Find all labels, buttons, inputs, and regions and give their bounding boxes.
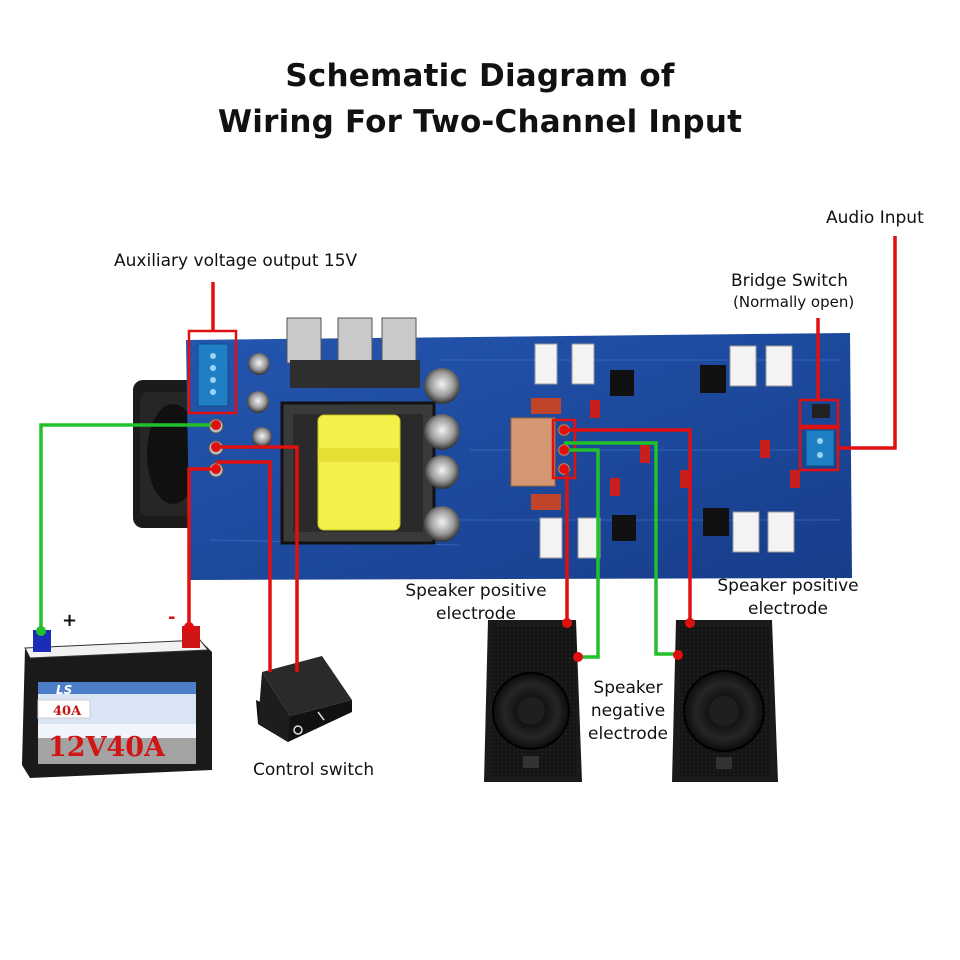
battery-positive-wire — [39, 423, 216, 630]
speaker-positive-right-line2: electrode — [748, 599, 828, 619]
speaker-terminal-dot-2 — [559, 445, 569, 455]
speaker-negative-line3: electrode — [588, 724, 668, 744]
right-speaker-negative-wire — [564, 441, 678, 656]
battery-plus-sign: + — [62, 610, 77, 631]
battery — [22, 626, 212, 778]
speaker-negative-line1: Speaker — [593, 678, 663, 698]
battery-minus-sign: - — [168, 607, 175, 628]
battery-plus-dot — [36, 626, 46, 636]
left-speaker-positive-dot — [562, 618, 572, 628]
bridge-switch-label: Bridge Switch — [731, 271, 849, 291]
battery-negative-wire — [187, 467, 216, 626]
battery-brand: LS — [56, 683, 72, 697]
speaker-negative-line2: negative — [590, 701, 666, 721]
board-power-dot-2 — [211, 442, 221, 452]
speaker-right — [672, 620, 778, 782]
battery-minus-dot — [184, 622, 194, 632]
switch-wire-a — [216, 445, 299, 672]
right-speaker-positive-dot — [685, 618, 695, 628]
speaker-positive-left-line1: Speaker positive — [405, 581, 547, 601]
left-speaker-negative-wire — [564, 448, 600, 659]
left-speaker-negative-dot — [573, 652, 583, 662]
battery-capacity: 40A — [53, 704, 82, 719]
right-speaker-positive-wire — [564, 428, 692, 622]
speaker-left — [484, 620, 582, 782]
audio-input-wire — [838, 236, 897, 450]
speaker-positive-left-line2: electrode — [436, 604, 516, 624]
right-speaker-negative-dot — [673, 650, 683, 660]
board-power-dot-1 — [211, 420, 221, 430]
control-switch — [256, 656, 352, 742]
switch-wire-b — [216, 460, 272, 672]
bridge-switch-note: (Normally open) — [733, 293, 855, 311]
connection-dots — [36, 420, 695, 662]
speaker-terminal-dot-1 — [559, 425, 569, 435]
speaker-positive-right-line1: Speaker positive — [717, 576, 859, 596]
control-switch-label: Control switch — [253, 760, 375, 780]
speaker-terminal-dot-3 — [559, 464, 569, 474]
speaker-positive-left-label: Speaker positive electrode — [396, 580, 556, 626]
diagram-title-line2: Wiring For Two-Channel Input — [217, 104, 743, 140]
board-power-dot-3 — [211, 464, 221, 474]
audio-input-label: Audio Input — [826, 208, 924, 228]
aux-output-label: Auxiliary voltage output 15V — [114, 251, 358, 271]
speaker-positive-right-label: Speaker positive electrode — [708, 575, 868, 621]
speaker-negative-label: Speaker negative electrode — [582, 677, 674, 746]
diagram-title-line1: Schematic Diagram of — [285, 58, 675, 94]
amplifier-board — [186, 317, 852, 580]
battery-rating: 12V40A — [48, 732, 166, 763]
